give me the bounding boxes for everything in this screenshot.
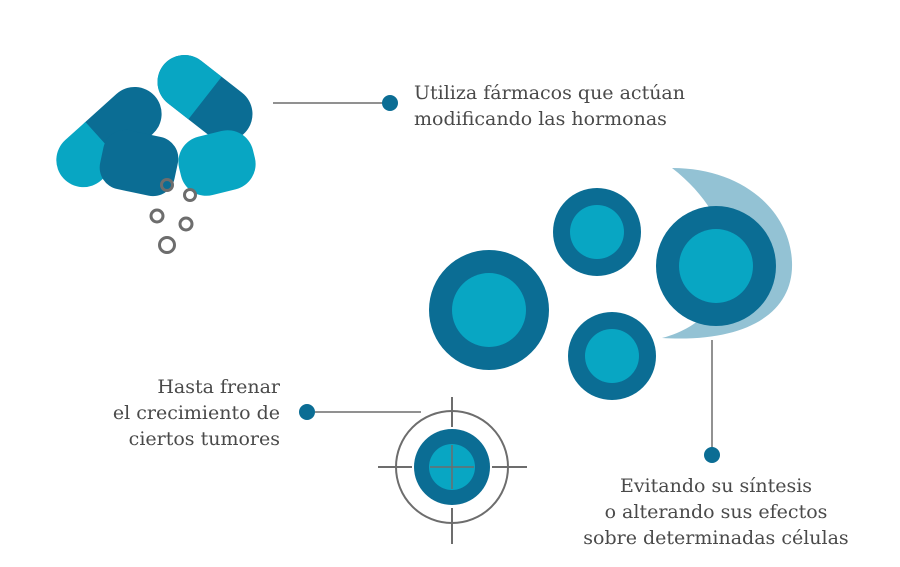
label-line: o alterando sus efectos	[604, 501, 828, 523]
target-icon	[378, 397, 527, 544]
connector-dot	[704, 447, 720, 463]
label-line: ciertos tumores	[128, 428, 280, 450]
label-line: sobre determinadas células	[583, 527, 849, 549]
label-line: Utiliza fármacos que actúan	[414, 82, 686, 104]
label-line: Hasta frenar	[157, 376, 280, 398]
label-line: el crecimiento de	[112, 402, 280, 424]
capsules-icon	[56, 54, 256, 254]
cells-icon	[429, 168, 793, 400]
label-line: Evitando su síntesis	[619, 475, 813, 497]
synthesis-label: Evitando su síntesis o alterando sus efe…	[560, 473, 872, 551]
hormone-drugs-label: Utiliza fármacos que actúan modificando …	[414, 80, 685, 132]
connector-dot	[299, 404, 315, 420]
label-line: modificando las hormonas	[414, 108, 667, 130]
tumor-growth-label: Hasta frenar el crecimiento de ciertos t…	[113, 374, 280, 452]
connector-dot	[382, 95, 398, 111]
